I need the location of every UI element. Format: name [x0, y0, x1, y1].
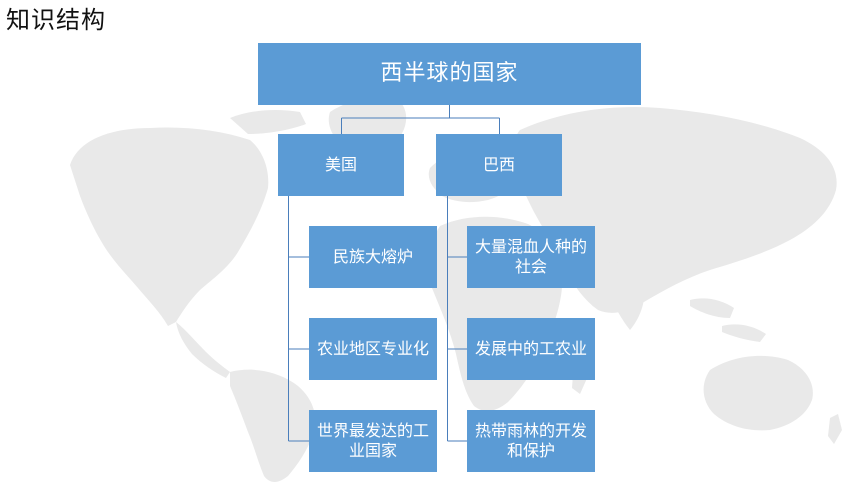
branch-node-brazil-label: 巴西 [482, 155, 515, 174]
brazil-child-label-1: 大量混血人种的社会 [474, 237, 587, 276]
usa-child-node-1: 民族大熔炉 [309, 226, 437, 288]
brazil-child-node-1: 大量混血人种的社会 [467, 226, 595, 288]
branch-node-usa: 美国 [278, 134, 404, 196]
brazil-child-label-3: 热带雨林的开发和保护 [474, 421, 587, 460]
usa-child-label-1: 民族大熔炉 [332, 247, 413, 266]
slide-title: 知识结构 [6, 6, 106, 34]
usa-child-node-3: 世界最发达的工业国家 [309, 410, 437, 472]
brazil-child-node-3: 热带雨林的开发和保护 [467, 410, 595, 472]
root-node: 西半球的国家 [258, 43, 641, 105]
branch-node-usa-label: 美国 [324, 155, 357, 174]
usa-child-label-3: 世界最发达的工业国家 [316, 421, 429, 460]
brazil-child-label-2: 发展中的工农业 [474, 339, 587, 358]
branch-node-brazil: 巴西 [436, 134, 562, 196]
root-node-label: 西半球的国家 [380, 61, 519, 87]
usa-child-node-2: 农业地区专业化 [309, 318, 437, 380]
brazil-child-node-2: 发展中的工农业 [467, 318, 595, 380]
usa-child-label-2: 农业地区专业化 [316, 339, 429, 358]
